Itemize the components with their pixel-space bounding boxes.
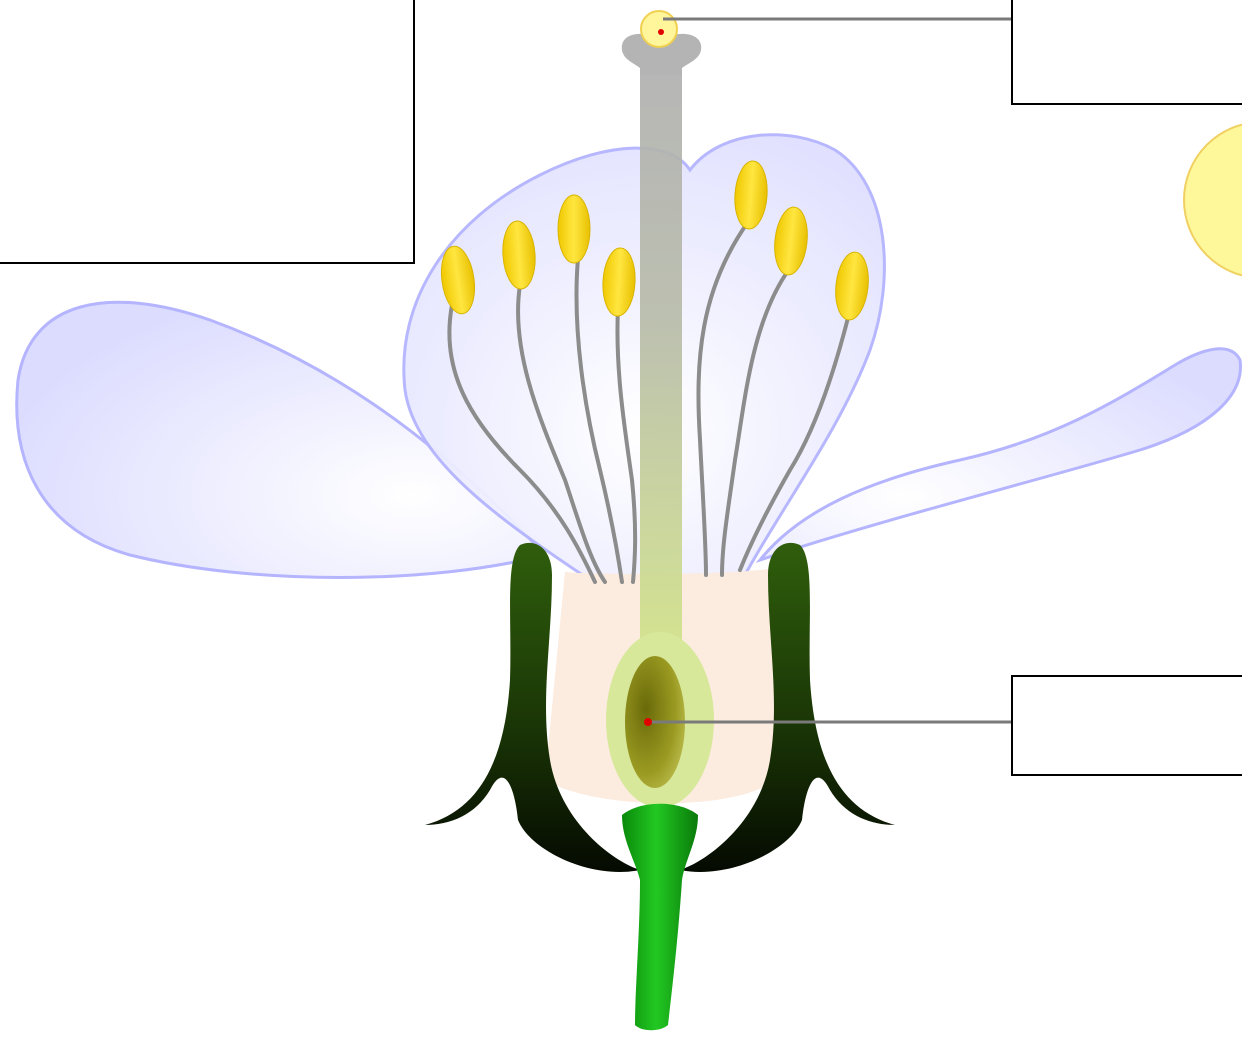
label-box-top-right[interactable] bbox=[1011, 0, 1242, 105]
flower-stalk bbox=[622, 804, 698, 1031]
label-box-bottom-right[interactable] bbox=[1011, 675, 1242, 776]
pollen-grain bbox=[641, 11, 677, 47]
pollen-grain-enlarged bbox=[1184, 122, 1242, 278]
pointer-dot-ovule bbox=[644, 718, 652, 726]
style bbox=[640, 70, 682, 646]
anther bbox=[558, 195, 590, 263]
label-box-top-left[interactable] bbox=[0, 0, 415, 264]
pointer-dot-pollen bbox=[658, 29, 664, 35]
